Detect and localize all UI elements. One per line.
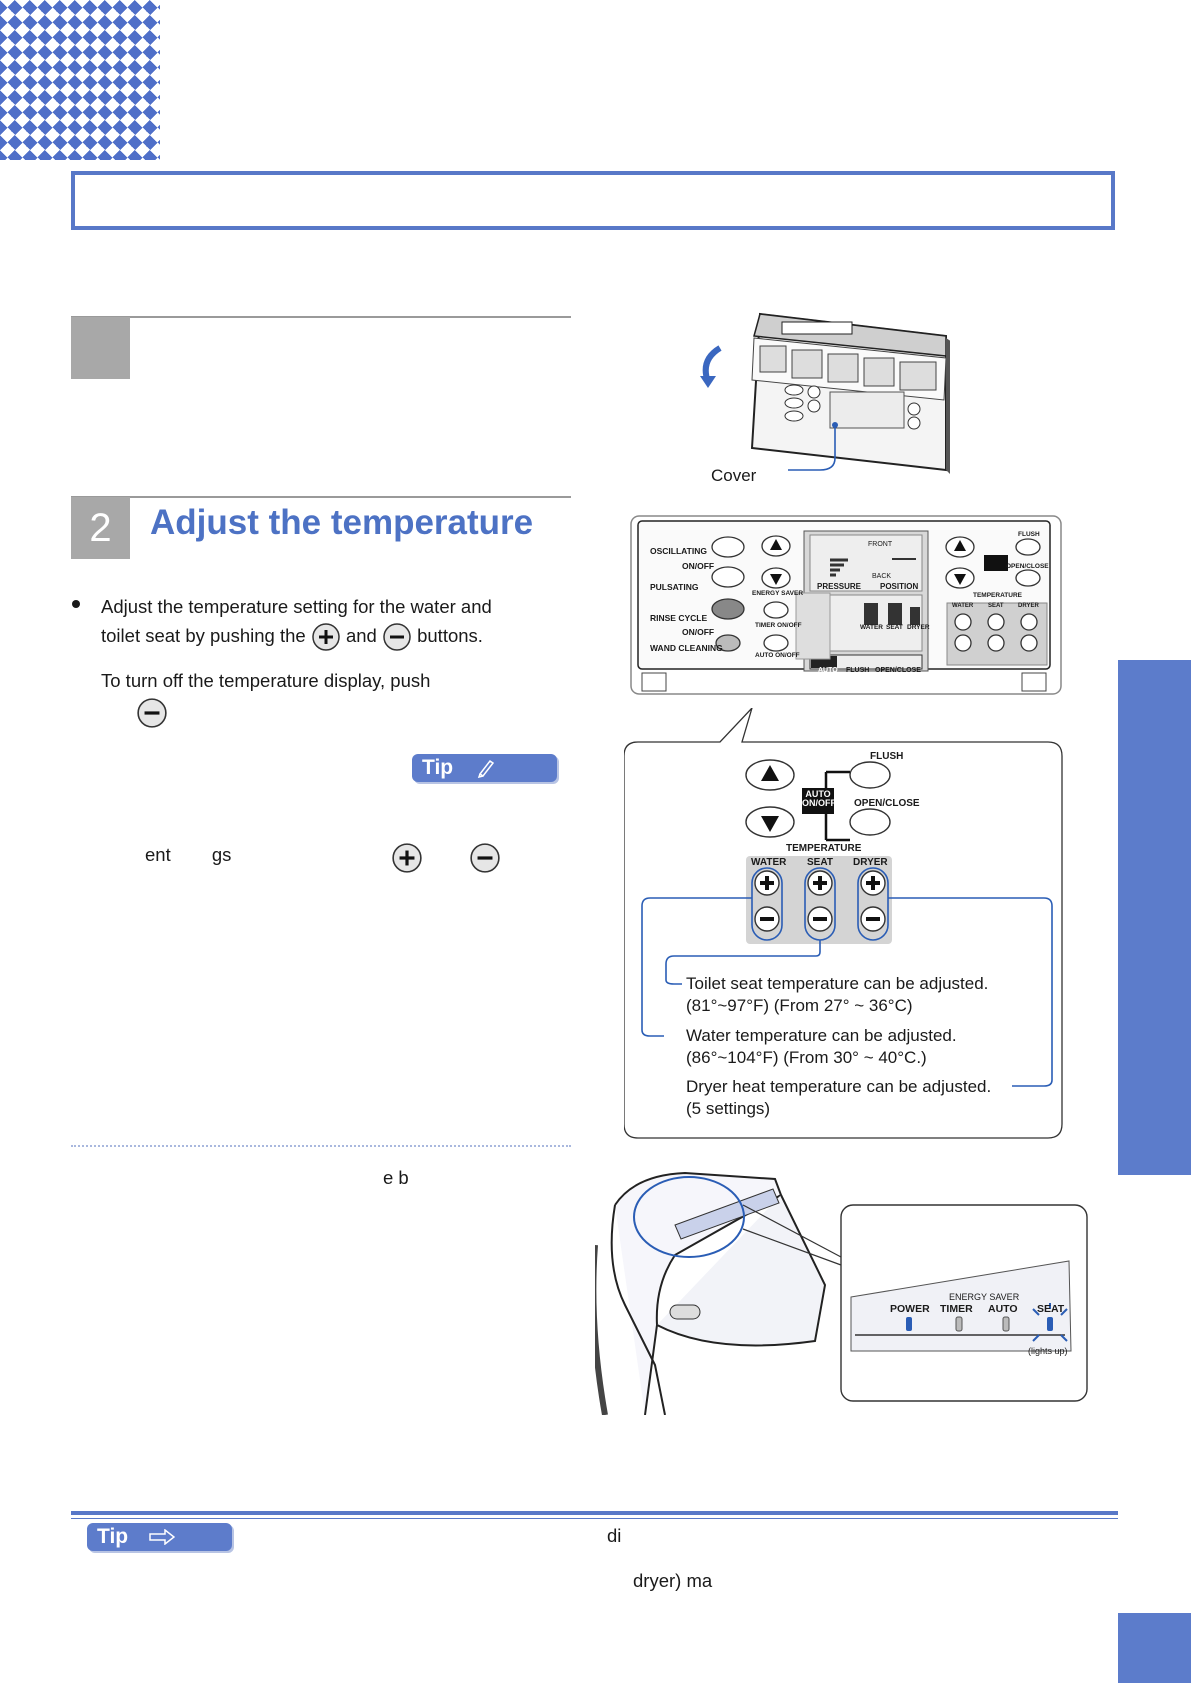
dryer-temp-line2: (5 settings) xyxy=(686,1099,771,1118)
wand-cleaning-button: WAND CLEANING xyxy=(650,643,723,653)
footer-rule-thin xyxy=(71,1518,1118,1519)
fragment-text: ent gs xyxy=(145,844,232,865)
water-temp-line2: (86°~104°F) (From 30° ~ 40°C.) xyxy=(686,1048,927,1067)
panel-display-seat: SEAT xyxy=(886,624,903,631)
callout-seat-column: SEAT xyxy=(807,857,833,868)
indicator-auto: AUTO xyxy=(988,1303,1018,1315)
indicator-seat: SEAT xyxy=(1037,1303,1065,1315)
callout-flush-label: FLUSH xyxy=(870,751,904,762)
callout-dryer-column: DRYER xyxy=(853,857,888,868)
water-temp-line1: Water temperature can be adjusted. xyxy=(686,1026,957,1045)
panel-auto-label: AUTO xyxy=(818,667,838,674)
panel-temperature-small: TEMPERATURE xyxy=(973,592,1022,599)
page-title-frame xyxy=(71,171,1115,230)
indicator-energy-saver: ENERGY SAVER xyxy=(949,1292,1020,1302)
arrow-right-icon xyxy=(149,1529,175,1545)
oscillating-button: OSCILLATING xyxy=(650,546,707,556)
panel-back-label: BACK xyxy=(872,573,892,580)
tip-label: Tip xyxy=(422,756,454,779)
water-temp-callout: Water temperature can be adjusted. (86°~… xyxy=(686,1025,957,1069)
bullet-text: Adjust the temperature setting for the w… xyxy=(101,594,571,652)
step2-title: Adjust the temperature xyxy=(150,503,534,542)
indicator-timer: TIMER xyxy=(940,1303,973,1315)
panel-position-label: POSITION xyxy=(880,582,919,591)
step1-rule xyxy=(71,316,571,318)
minus-button-icon xyxy=(470,843,500,873)
panel-auto-onoff-label: AUTO ON/OFF xyxy=(755,652,800,659)
minus-button-icon xyxy=(383,623,411,651)
pencil-icon xyxy=(477,759,495,778)
seat-temp-line2: (81°~97°F) (From 27° ~ 36°C) xyxy=(686,996,913,1015)
plus-button-icon xyxy=(312,623,340,651)
bullet-line2: toilet seat by pushing the and buttons. xyxy=(101,622,571,652)
panel-temp-dryer-small: DRYER xyxy=(1018,603,1039,609)
footer-tip-label: Tip xyxy=(97,1525,129,1548)
panel-left-labels: OSCILLATING ON/OFF PULSATING RINSE CYCLE… xyxy=(650,542,723,658)
callout-open-close-label: OPEN/CLOSE xyxy=(854,798,920,809)
oscillating-onoff-label: ON/OFF xyxy=(682,561,715,571)
step2-number: 2 xyxy=(89,506,112,550)
diamond-pattern xyxy=(0,0,160,160)
callout-auto-badge: AUTO ON/OFF xyxy=(802,789,836,808)
bullet-line2-text: toilet seat by pushing the xyxy=(101,624,306,646)
plus-button-icon xyxy=(392,843,422,873)
seat-temp-callout: Toilet seat temperature can be adjusted.… xyxy=(686,973,988,1017)
panel-timer-label: TIMER ON/OFF xyxy=(755,622,802,629)
footer-rule xyxy=(71,1511,1118,1515)
footer-fragment-1: di xyxy=(607,1525,622,1546)
turn-off-text: To turn off the temperature display, pus… xyxy=(101,670,431,691)
panel-temp-water-small: WATER xyxy=(952,603,974,609)
section-tab xyxy=(1118,660,1191,1175)
panel-flush-small: FLUSH xyxy=(1018,531,1040,538)
panel-pressure-label: PRESSURE xyxy=(817,582,862,591)
pulsating-button: PULSATING xyxy=(650,582,699,592)
dryer-temp-callout: Dryer heat temperature can be adjusted. … xyxy=(686,1076,991,1120)
step2-rule xyxy=(71,496,571,498)
footer-tip-badge: Tip xyxy=(87,1523,232,1551)
panel-front-label: FRONT xyxy=(868,541,893,548)
panel-flush-label: FLUSH xyxy=(846,667,870,674)
step1-number-box xyxy=(71,317,130,379)
indicator-lights-up: (lights up) xyxy=(1028,1346,1068,1356)
footer-fragment-2: dryer) ma xyxy=(633,1570,713,1591)
dotted-divider xyxy=(71,1145,571,1147)
callout-temperature-label: TEMPERATURE xyxy=(786,843,862,854)
panel-display-water: WATER xyxy=(860,624,883,631)
bullet-and: and xyxy=(345,624,377,646)
rinse-cycle-button: RINSE CYCLE xyxy=(650,613,708,623)
bullet-line1: Adjust the temperature setting for the w… xyxy=(101,596,492,617)
control-panel-illustration xyxy=(630,515,1062,695)
panel-display-dryer: DRYER xyxy=(907,624,930,631)
panel-temp-seat-small: SEAT xyxy=(988,603,1004,609)
bullet-post: buttons. xyxy=(417,624,483,646)
dryer-temp-line1: Dryer heat temperature can be adjusted. xyxy=(686,1077,992,1096)
cover-label: Cover xyxy=(711,466,757,485)
minus-button-icon xyxy=(137,698,167,728)
dotted-fragment: e b xyxy=(383,1167,409,1188)
indicator-power: POWER xyxy=(890,1303,930,1315)
page-number-tab xyxy=(1118,1613,1191,1683)
seat-temp-line1: Toilet seat temperature can be adjusted. xyxy=(686,974,989,993)
remote-illustration xyxy=(700,312,950,474)
toilet-indicator-illustration xyxy=(595,1171,1088,1415)
panel-open-close-small: OPEN/CLOSE xyxy=(1006,563,1049,570)
panel-energy-saver-label: ENERGY SAVER xyxy=(752,590,804,597)
panel-open-close-label: OPEN/CLOSE xyxy=(875,667,921,674)
temperature-callout-frame xyxy=(624,708,1063,1139)
tip-badge: Tip xyxy=(412,754,557,782)
rinse-onoff-label: ON/OFF xyxy=(682,627,715,637)
bullet-dot xyxy=(72,600,80,608)
callout-water-column: WATER xyxy=(751,857,787,868)
step2-number-box: 2 xyxy=(71,497,130,559)
